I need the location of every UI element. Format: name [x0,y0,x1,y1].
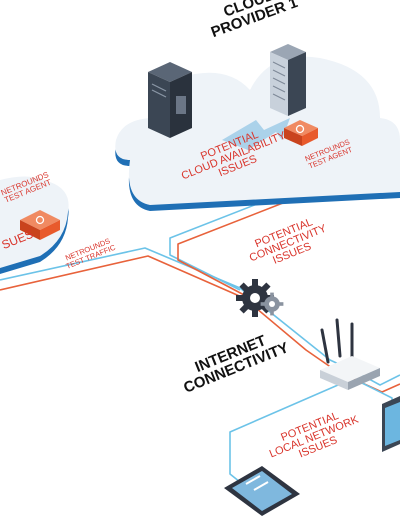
test-agent-icon [284,120,318,146]
connection-lines [0,170,400,483]
monitor-icon [382,396,400,452]
arrow-icon [222,118,290,150]
server-icon-2 [270,44,306,116]
local-link-blue [229,384,339,483]
test-agent-icon-left [20,210,60,240]
gear-icon [236,279,284,317]
smartphone-icon [224,466,300,516]
network-line-blue [0,247,400,386]
router-icon [320,318,380,390]
server-icon [148,62,192,138]
